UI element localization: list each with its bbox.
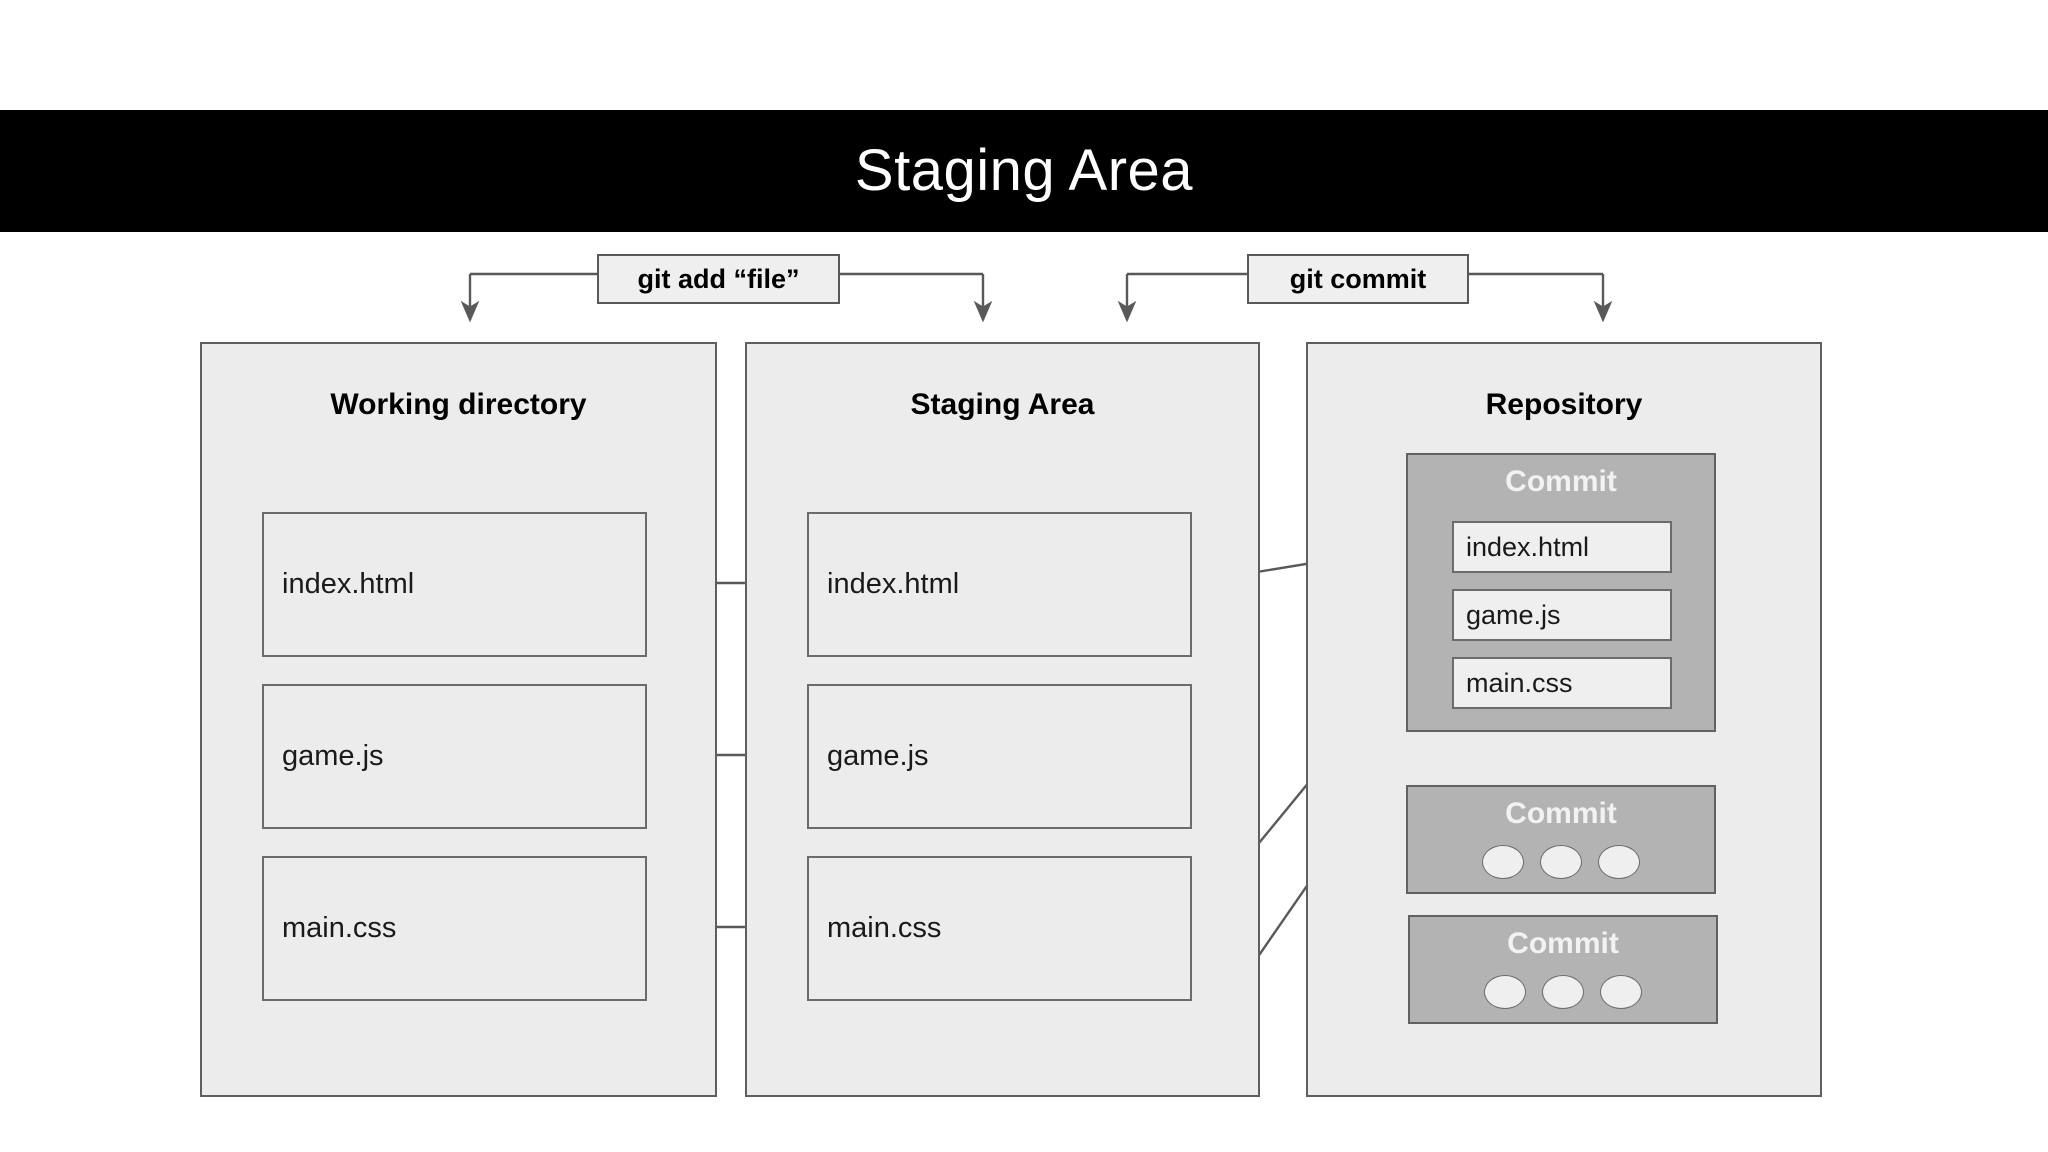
page-title: Staging Area xyxy=(854,138,1194,203)
staging-file-game-js: game.js xyxy=(807,684,1192,829)
staging-file-main-css: main.css xyxy=(807,856,1192,1001)
commit-dot-icon xyxy=(1598,845,1640,879)
working-file-index-html: index.html xyxy=(262,512,647,657)
commit-dots xyxy=(1408,845,1714,879)
working-directory-title: Working directory xyxy=(330,388,587,421)
working-file-game-js: game.js xyxy=(262,684,647,829)
commit-file-game-js: game.js xyxy=(1452,589,1672,641)
commit-file-main-css: main.css xyxy=(1452,657,1672,709)
staging-area-title: Staging Area xyxy=(910,388,1095,421)
staging-file-index-html: index.html xyxy=(807,512,1192,657)
working-directory-panel: Working directory index.html game.js mai… xyxy=(200,342,717,1097)
commit-dot-icon xyxy=(1600,975,1642,1009)
commit-block-current: Commit index.html game.js main.css xyxy=(1406,453,1716,732)
commit-dot-icon xyxy=(1484,975,1526,1009)
commit-dots xyxy=(1410,975,1716,1009)
commit-dot-icon xyxy=(1542,975,1584,1009)
git-commit-label: git commit xyxy=(1247,254,1469,304)
repository-panel: Repository Commit index.html game.js mai… xyxy=(1306,342,1822,1097)
commit-label: Commit xyxy=(1505,465,1617,498)
staging-area-panel: Staging Area index.html game.js main.css xyxy=(745,342,1260,1097)
working-file-main-css: main.css xyxy=(262,856,647,1001)
title-banner: Staging Area xyxy=(0,110,2048,232)
commit-file-index-html: index.html xyxy=(1452,521,1672,573)
repository-title: Repository xyxy=(1485,388,1643,421)
commit-dot-icon xyxy=(1482,845,1524,879)
commit-label: Commit xyxy=(1507,927,1619,960)
git-add-label: git add “file” xyxy=(597,254,840,304)
commit-label: Commit xyxy=(1505,797,1617,830)
commit-block-previous-2: Commit xyxy=(1408,915,1718,1024)
commit-block-previous-1: Commit xyxy=(1406,785,1716,894)
commit-dot-icon xyxy=(1540,845,1582,879)
